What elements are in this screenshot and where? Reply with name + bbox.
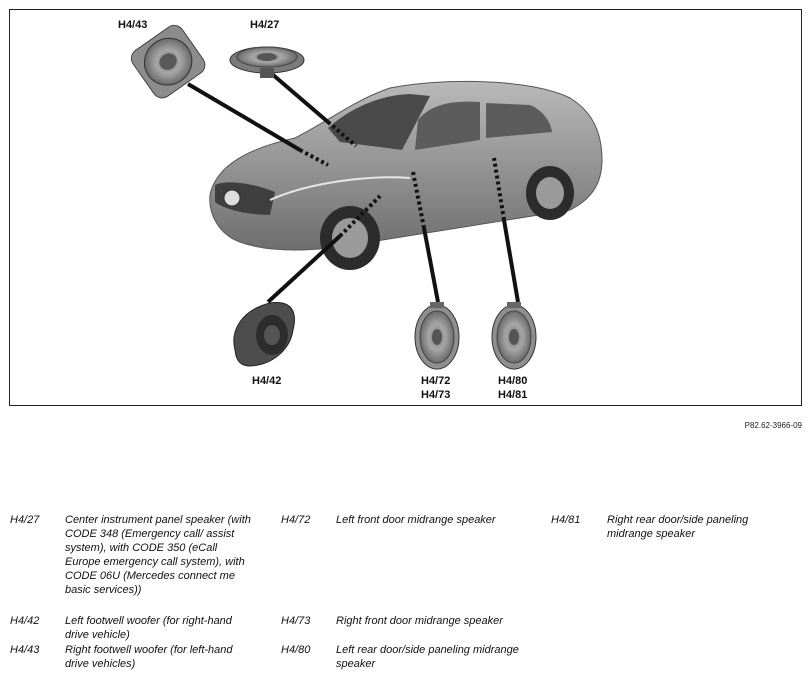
legend-code: H4/72 [281, 514, 311, 526]
callout-h4-43: H4/43 [118, 19, 148, 31]
callout-h4-80: H4/80 [498, 375, 528, 387]
callout-h4-72-h4-73: H4/72 H4/73 [421, 374, 450, 402]
speaker-h4-27-icon [229, 46, 305, 78]
speaker-h4-42-icon [233, 301, 295, 367]
legend-code: H4/80 [281, 644, 311, 656]
legend-description: Right footwell woofer (for left-hand dri… [65, 644, 233, 670]
callout-h4-72: H4/72 [421, 375, 451, 387]
speaker-h4-72-icon [414, 302, 460, 370]
callout-h4-80-h4-81: H4/80 H4/81 [498, 374, 527, 402]
legend-code: H4/43 [10, 644, 40, 656]
speaker-h4-80-icon [491, 302, 537, 370]
speaker-h4-43-icon [130, 24, 206, 99]
legend-code: H4/81 [551, 514, 581, 526]
diagram-frame: H4/43 H4/27 H4/42 H4/72 H4/73 H4/80 H4/8… [9, 9, 802, 406]
legend-description: Left rear door/side paneling midrange sp… [336, 644, 519, 670]
callout-h4-81: H4/81 [498, 389, 528, 401]
legend-description: Center instrument panel speaker (with CO… [65, 514, 251, 596]
legend-code: H4/73 [281, 615, 311, 627]
callout-h4-42: H4/42 [252, 375, 282, 387]
callout-h4-27: H4/27 [250, 19, 280, 31]
callout-h4-73: H4/73 [421, 389, 451, 401]
legend-description: Left front door midrange speaker [336, 514, 496, 526]
legend-code: H4/27 [10, 514, 40, 526]
legend-description: Right front door midrange speaker [336, 615, 503, 627]
car-illustration [209, 80, 603, 270]
legend-description: Left footwell woofer (for right-hand dri… [65, 615, 232, 641]
leader-lines [186, 72, 520, 304]
figure-reference: P82.62-3966-09 [744, 421, 802, 430]
diagram-illustration [130, 24, 603, 370]
legend-code: H4/42 [10, 615, 40, 627]
legend-description: Right rear door/side paneling midrange s… [607, 514, 749, 540]
